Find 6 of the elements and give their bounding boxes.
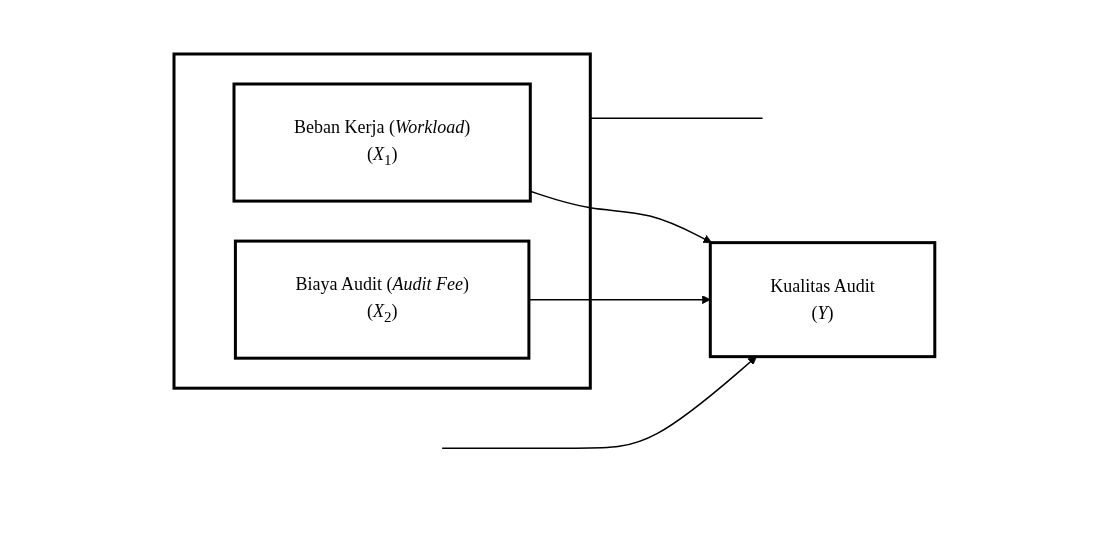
- node-box: Beban Kerja (Workload) (X$_{1}$): [232, 82, 532, 203]
- cluster: [172, 52, 592, 391]
- arrow: [529, 191, 712, 244]
- connector: [589, 117, 763, 120]
- node-box: Biaya Audit (Audit Fee) (X$_{2}$): [233, 240, 530, 361]
- node-box: Kualitas Audit (Y): [708, 241, 936, 359]
